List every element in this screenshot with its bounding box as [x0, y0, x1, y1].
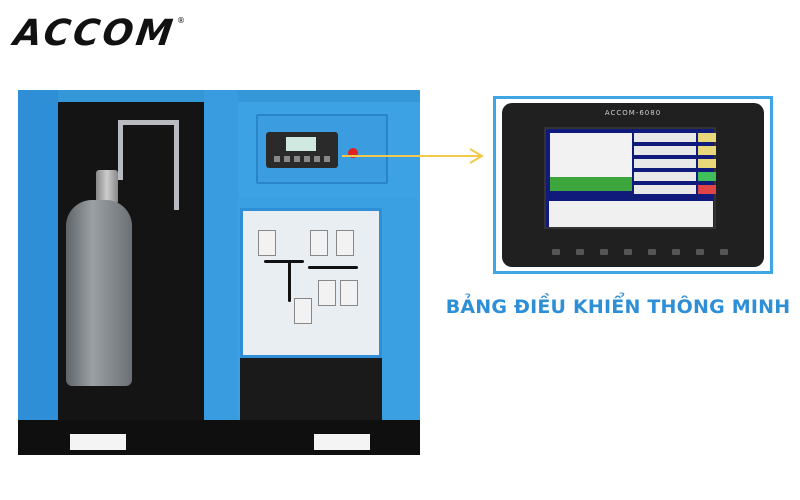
display-button: [698, 185, 716, 194]
display-button: [698, 172, 716, 181]
pipe: [118, 120, 123, 180]
display-row: [634, 146, 696, 155]
contactor: [258, 230, 276, 256]
display-diagram: [550, 133, 632, 191]
cable: [308, 266, 358, 269]
pipe: [174, 120, 179, 210]
tank-valve: [96, 170, 118, 204]
controller-bezel: ACCOM-6080: [502, 103, 764, 267]
base-foot: [314, 434, 370, 450]
arrow-icon: [342, 148, 484, 164]
frame-divider: [204, 90, 238, 420]
controller-unit: [266, 132, 338, 168]
display-row: [634, 185, 696, 194]
contactor: [318, 280, 336, 306]
base-foot: [70, 434, 126, 450]
display-button: [698, 159, 716, 168]
control-panel-closeup: ACCOM-6080: [493, 96, 773, 274]
panel-key: [720, 249, 728, 255]
air-compressor-photo: [18, 90, 420, 455]
controller-screen: [286, 137, 316, 151]
cable: [288, 262, 291, 302]
panel-key: [672, 249, 680, 255]
controller-display: [544, 127, 716, 229]
panel-key: [648, 249, 656, 255]
panel-key: [552, 249, 560, 255]
cable: [264, 260, 304, 263]
emergency-stop-button: [348, 148, 358, 158]
accom-logo: ACCOM ®: [11, 13, 186, 54]
logo-text: ACCOM: [11, 13, 178, 54]
panel-key: [624, 249, 632, 255]
display-status-area: [549, 201, 713, 227]
cabinet-lower: [240, 358, 382, 420]
panel-key: [696, 249, 704, 255]
contactor: [336, 230, 354, 256]
contactor: [340, 280, 358, 306]
display-button: [698, 146, 716, 155]
display-row: [634, 159, 696, 168]
frame-left: [18, 90, 58, 420]
caption-title: BẢNG ĐIỀU KHIỂN THÔNG MINH: [445, 296, 791, 318]
oil-separator-tank: [66, 200, 132, 386]
controller-buttons: [274, 156, 330, 162]
panel-key: [576, 249, 584, 255]
panel-key: [600, 249, 608, 255]
contactor: [294, 298, 312, 324]
pipe: [118, 120, 178, 125]
display-button: [698, 133, 716, 142]
registered-mark: ®: [177, 16, 186, 25]
contactor: [310, 230, 328, 256]
controller-brand: ACCOM-6080: [604, 109, 662, 117]
display-row: [634, 133, 696, 142]
display-row: [634, 172, 696, 181]
